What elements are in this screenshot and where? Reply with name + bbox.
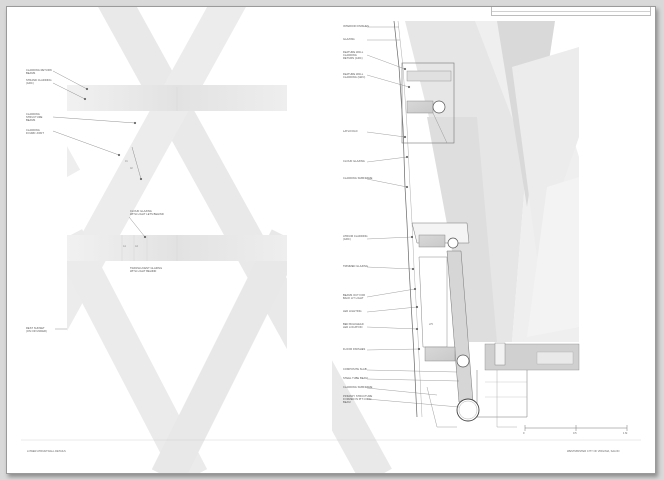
label-primary-structure: PRIMARY STRUCTURE FORMED IN PIT CONC BEA… bbox=[343, 395, 373, 405]
label-interior-finishes: INTERIOR FINISHES bbox=[343, 25, 369, 28]
label-strand-cladding: STRAND CLADDING (GRC) bbox=[26, 79, 52, 86]
label-led-lighting: LED LIGHTING bbox=[343, 310, 362, 313]
label-cladding-subframe-lower: CLADDING SUBFRAME bbox=[343, 386, 373, 389]
label-floor-finishes: FLOOR FINISHES bbox=[343, 348, 366, 351]
drawing-sheet: 01 02 A1 A2 bbox=[6, 6, 656, 474]
label-trimmed-glazing: TRIMMED GLAZING bbox=[343, 265, 368, 268]
label-rest-sunset: REST SUNSET (ON or under) bbox=[26, 327, 47, 334]
svg-text:02: 02 bbox=[130, 167, 133, 170]
svg-text:A1: A1 bbox=[123, 245, 127, 248]
label-feature-wall-cladding: FEATURE WALL CLADDING (GRC) bbox=[343, 73, 366, 80]
caption-right: WESTMINSTER CITY OF VIRGINIA, SALON bbox=[567, 450, 620, 453]
wall-section: 2/5 bbox=[366, 20, 628, 431]
label-atrium-cladding: ATRIUM CLADDING (GRC) bbox=[343, 235, 368, 242]
label-translucent-glazing: TRANSLUCENT GLAZING WITH LIGHT BEHIND bbox=[130, 267, 163, 274]
label-glazing: GLAZING bbox=[343, 38, 355, 41]
label-cladding-return-beams: CLADDING RETURN BEAMS bbox=[26, 69, 52, 76]
label-cloud-glazing: CLOUD GLAZING WITH LIGHT LETS BEHIND bbox=[130, 210, 164, 217]
label-composite-slab: COMPOSITE SLAB bbox=[343, 368, 367, 371]
caption-left: LOWER ATRIUM WALL DETAILS bbox=[27, 450, 66, 453]
scale-label-1m: 1 m bbox=[623, 432, 628, 435]
lattice-diagonal bbox=[151, 229, 303, 473]
label-cladding-structure-beams: CLADDING STRUCTURE BEAMS bbox=[26, 113, 43, 123]
label-cladding-fourd-joint: CLADDING FOURD JOINT bbox=[26, 129, 44, 136]
svg-text:01: 01 bbox=[125, 160, 128, 163]
label-beams-out-back-lit: BEAMS OUT FOR BACK LIT LIGHT bbox=[343, 294, 366, 301]
label-steel-tube-beam: STEEL TUBE BEAM bbox=[343, 377, 368, 380]
scale-label-0: 0 bbox=[523, 432, 525, 435]
scale-label-half: 0.5 bbox=[573, 432, 577, 435]
drawing-canvas: 01 02 A1 A2 bbox=[7, 7, 641, 473]
label-feature-wall-return: FEATURE WALL CLADDING RETURN (GRC) bbox=[343, 51, 364, 61]
label-bed-bulkhead: BED BULKHEAD LED location bbox=[343, 323, 364, 330]
svg-text:A2: A2 bbox=[135, 245, 139, 248]
lattice-elevation: 01 02 A1 A2 bbox=[7, 7, 392, 473]
svg-text:2/5: 2/5 bbox=[429, 322, 433, 326]
scale-bar bbox=[524, 425, 628, 431]
label-cloud-glazing-section: CLOUD GLAZING bbox=[343, 160, 365, 163]
title-block bbox=[491, 7, 651, 16]
label-cladding-subframe-upper: CLADDING SUBFRAME bbox=[343, 177, 373, 180]
label-lath-fold: LATH FOLD bbox=[343, 130, 358, 133]
